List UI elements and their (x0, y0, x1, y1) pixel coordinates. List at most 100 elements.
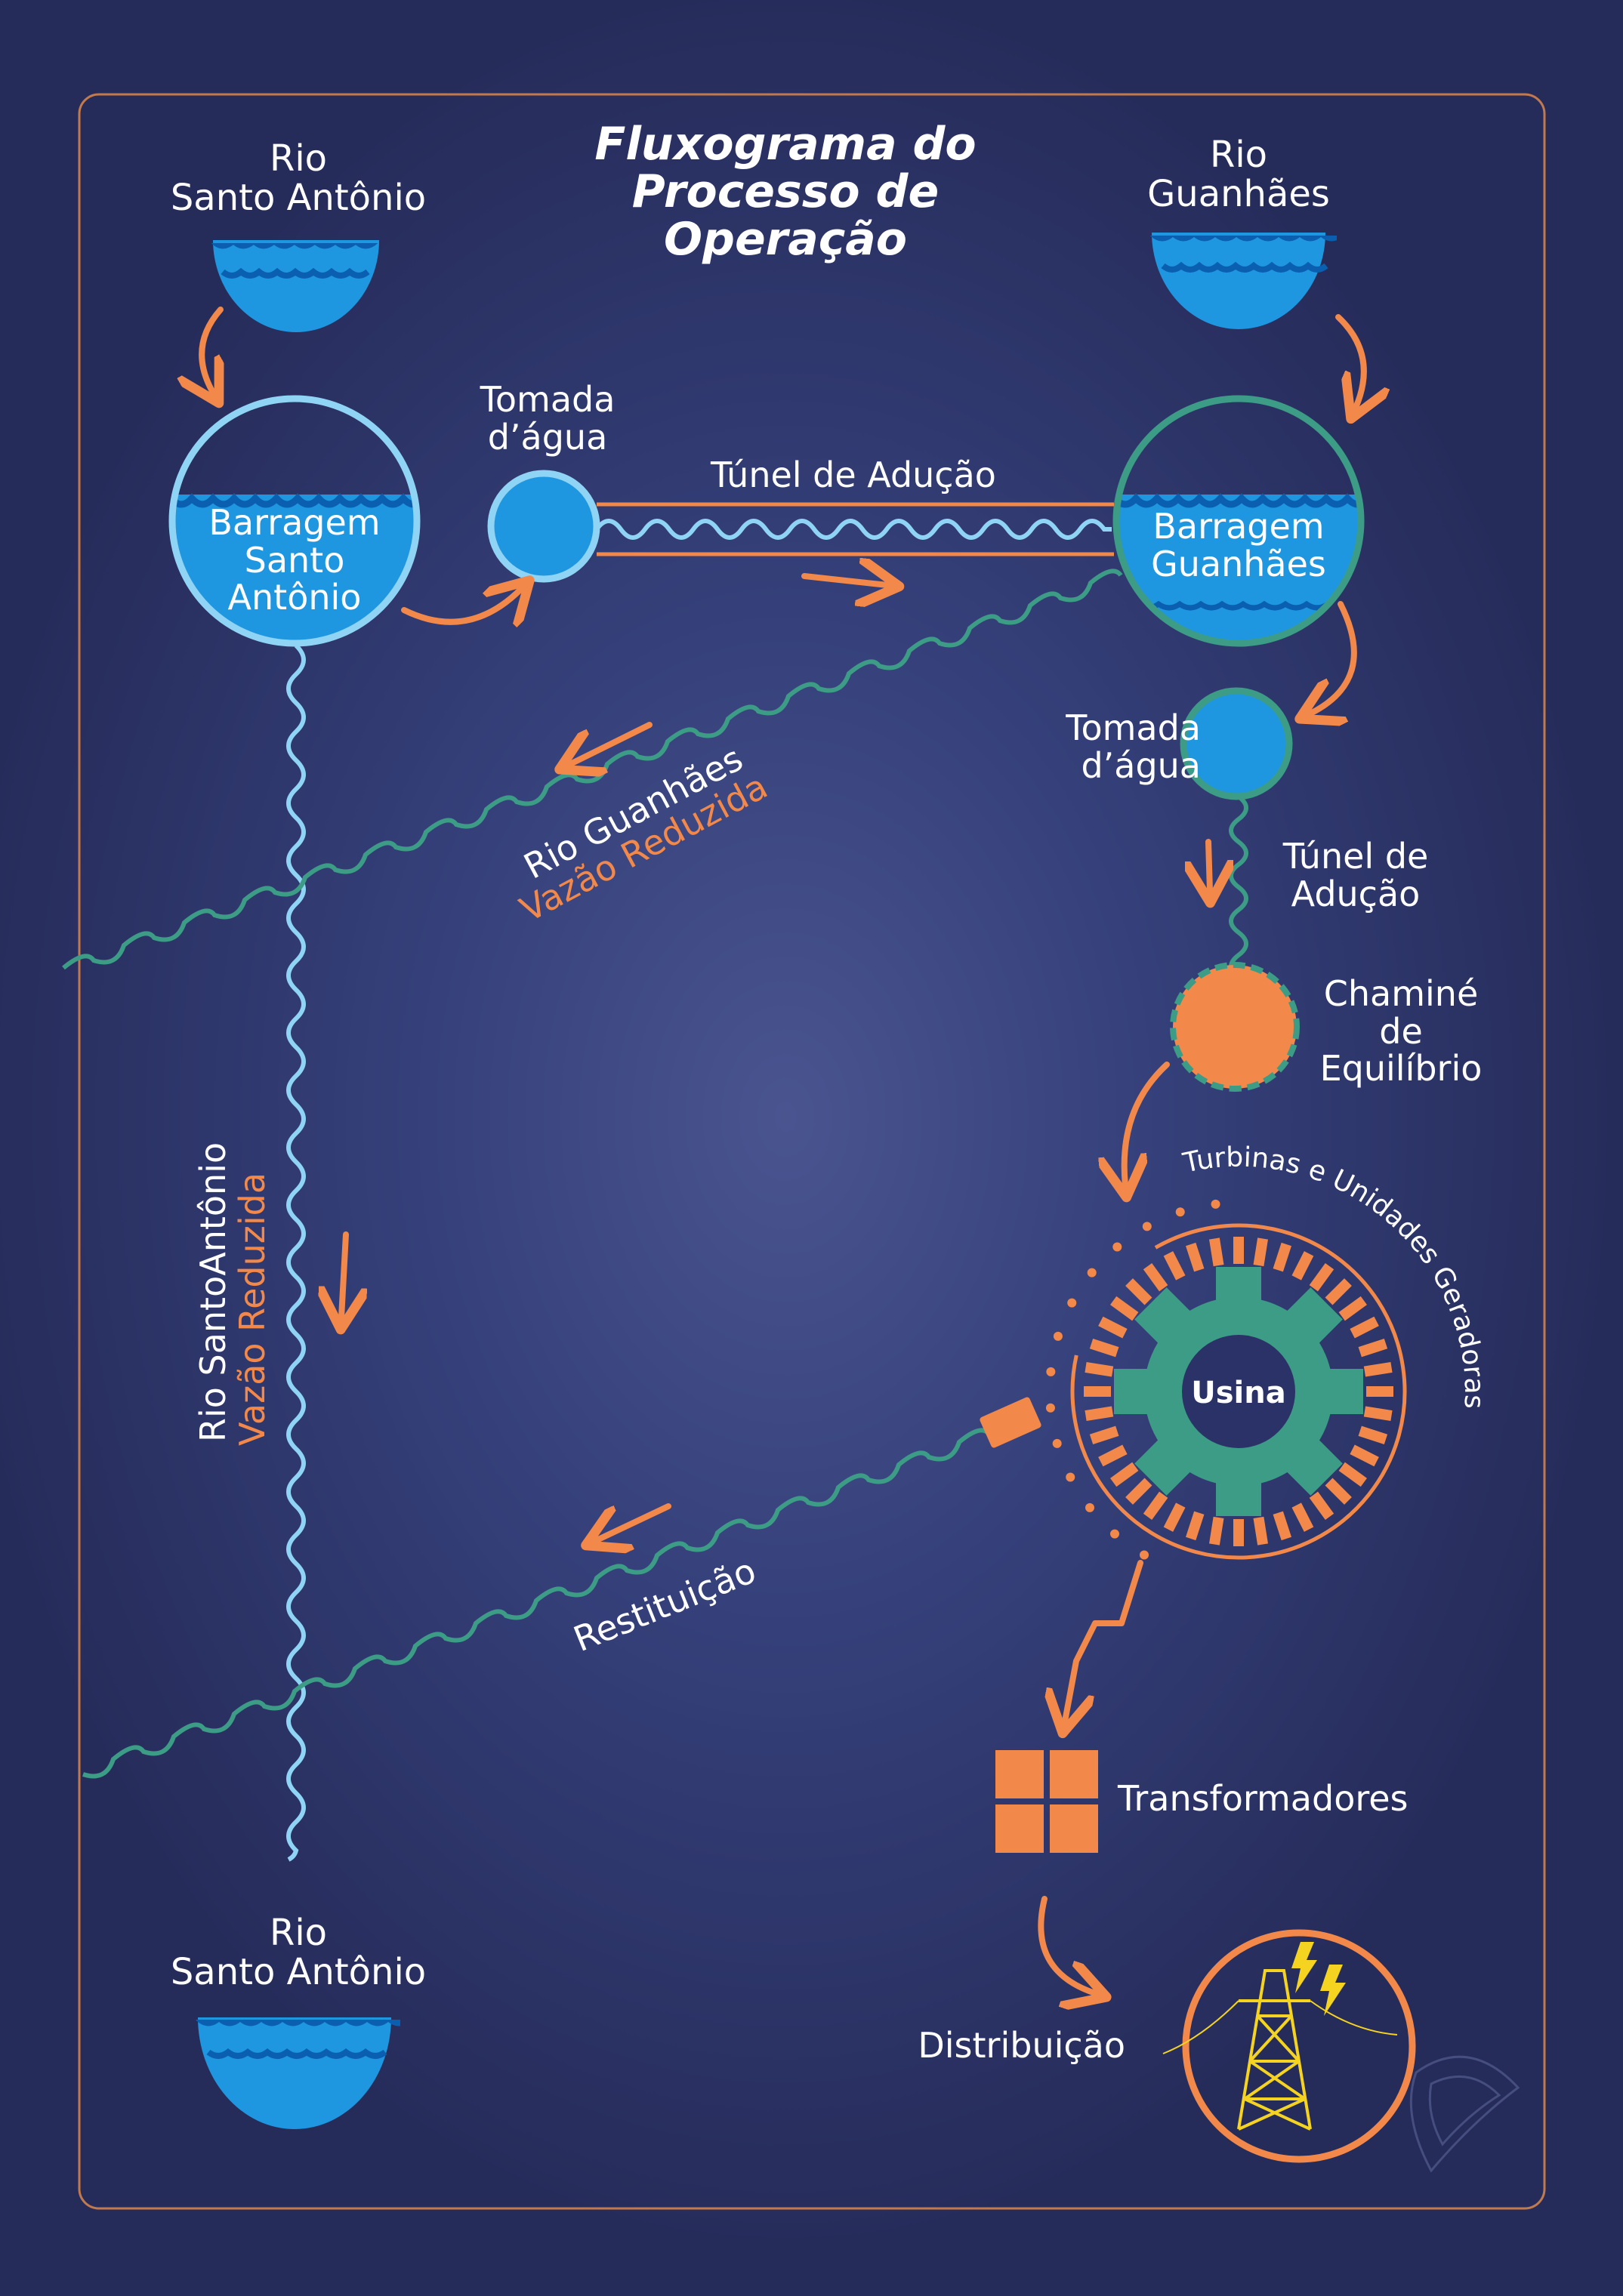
turbine-blade (1233, 1519, 1244, 1546)
turbine-blade (1089, 1338, 1119, 1358)
turbine-blade (1185, 1242, 1205, 1272)
turbine-blade (1125, 1278, 1152, 1305)
turbine-blade (1143, 1491, 1168, 1520)
turbine-blade (1291, 1502, 1314, 1532)
gear-icon (1114, 1267, 1363, 1516)
water-bowl-icon-santo-antonio-top (211, 240, 379, 332)
usina-label: Usina (1191, 1376, 1285, 1410)
rio-santo-antonio-top-label: Rio Santo Antônio (136, 137, 461, 219)
turbine-dot (1211, 1199, 1220, 1209)
rio-santo-antonio-wave (286, 643, 306, 1862)
turbine-blade (1209, 1516, 1224, 1546)
title-line-2: Processo de (631, 165, 940, 218)
flow-label-restituicao: Restituição (568, 1550, 761, 1660)
label-line: Adução (1291, 873, 1421, 914)
turbine-dot (1066, 1472, 1075, 1482)
tomada-agua-1-label: Tomada d’água (438, 381, 657, 456)
arrow-rio-to-barragem-gu (1335, 314, 1364, 408)
label-line: Guanhães (1151, 543, 1326, 584)
frame-border (78, 93, 1546, 2210)
turbine-blade (1291, 1251, 1314, 1281)
label-line: d’água (487, 416, 608, 458)
lightning-icon (1291, 1942, 1346, 2016)
label-line: Antônio (227, 577, 362, 618)
turbine-blade (1309, 1491, 1335, 1520)
turbine-blade (1233, 1237, 1244, 1264)
turbine-blade (1110, 1296, 1139, 1321)
label-line: d’água (1081, 744, 1201, 786)
turbine-dot (1052, 1438, 1062, 1448)
tunel-aducao-1-wave (594, 519, 1112, 540)
water-bowl-icon-santo-antonio-bottom (195, 2017, 400, 2129)
turbine-blade (1338, 1296, 1367, 1321)
rio-santo-antonio-bottom-label: Rio Santo Antônio (136, 1913, 461, 1993)
turbine-dot (1142, 1222, 1152, 1231)
label-line: Santo Antônio (170, 176, 427, 219)
transformer-icon (995, 1750, 1098, 1853)
arrow-usina-to-transformador (1065, 1560, 1143, 1721)
logo-watermark (1409, 2055, 1520, 2173)
label-line: Chaminé (1323, 973, 1479, 1014)
turbine-blade (1085, 1362, 1114, 1377)
barragem-guanhaes-label: Barragem Guanhães (1118, 506, 1359, 584)
turbine-blade (1309, 1263, 1335, 1292)
arrow-chamine-to-usina (1125, 1062, 1170, 1185)
restituicao-wave (82, 1428, 992, 1779)
tomada-agua-1-node (487, 470, 600, 583)
turbine-dot (1046, 1367, 1056, 1376)
barragem-santo-antonio-node (168, 395, 421, 647)
arrow-transformador-to-distribuicao (1038, 1896, 1095, 1993)
outlet-block (980, 1397, 1041, 1448)
arrow-guanhaes-reduzida-direction (570, 722, 653, 764)
flow-status-rio-santo-antonio: Vazão Reduzida (232, 1173, 273, 1446)
arrow-santo-antonio-direction (341, 1231, 346, 1318)
label-line: de (1379, 1010, 1423, 1052)
turbine-blade (1143, 1263, 1168, 1292)
turbine-blade (1358, 1338, 1388, 1358)
turbine-dot (1085, 1502, 1094, 1512)
arrow-barragem-to-tomada-1 (401, 589, 521, 622)
turbine-blade (1253, 1237, 1268, 1267)
label-line: Guanhães (1147, 172, 1330, 215)
rio-guanhaes-reduzida-wave (62, 569, 1123, 970)
arrow-tunel-2-direction (1208, 839, 1210, 891)
label-line: Tomada (1066, 707, 1201, 748)
turbine-blade (1098, 1316, 1128, 1339)
turbine-blade (1125, 1478, 1152, 1505)
label-line: Barragem (1152, 506, 1325, 547)
chamine-equilibrio-label: Chaminé de Equilíbrio (1299, 975, 1503, 1088)
turbine-blade (1185, 1511, 1205, 1541)
arrow-tunel-direction (801, 576, 887, 585)
turbine-blade (1325, 1278, 1352, 1305)
turbine-blade (1163, 1502, 1186, 1532)
tomada-agua-2-node (1180, 687, 1293, 800)
rio-guanhaes-top-label: Rio Guanhães (1095, 135, 1382, 215)
turbine-dot (1140, 1550, 1149, 1560)
transformadores-label: Transformadores (1118, 1778, 1409, 1819)
barragem-santo-antonio-label: Barragem Santo Antônio (174, 504, 415, 617)
tunel-aducao-1-label: Túnel de Adução (711, 455, 996, 495)
turbine-dot (1112, 1242, 1122, 1252)
label-line: Santo Antônio (170, 1950, 427, 1993)
turbine-dot (1175, 1207, 1185, 1217)
turbine-blade (1084, 1386, 1111, 1397)
barragem-guanhaes-node (1112, 395, 1365, 647)
turbine-blade (1325, 1478, 1352, 1505)
tunel-aducao-2-label: Túnel de Adução (1254, 836, 1458, 914)
title-line-3: Operação (663, 213, 907, 266)
arrow-rio-to-barragem-sa (202, 307, 221, 393)
turbine-dot (1053, 1331, 1063, 1341)
title-line-1: Fluxograma do (594, 118, 977, 171)
turbine-blade (1273, 1242, 1292, 1272)
label-line: Rio (269, 137, 328, 180)
tomada-agua-2-label: Tomada d’água (997, 707, 1201, 786)
label-line: Santo (244, 539, 345, 581)
label-line: Túnel de (1282, 836, 1429, 877)
turbine-blade (1273, 1511, 1292, 1541)
flow-label-rio-santo-antonio: Rio SantoAntônio (193, 1142, 233, 1442)
tunel-aducao-2-wave (1229, 794, 1248, 982)
turbine-blade (1089, 1425, 1119, 1445)
turbine-dot (1067, 1298, 1077, 1308)
